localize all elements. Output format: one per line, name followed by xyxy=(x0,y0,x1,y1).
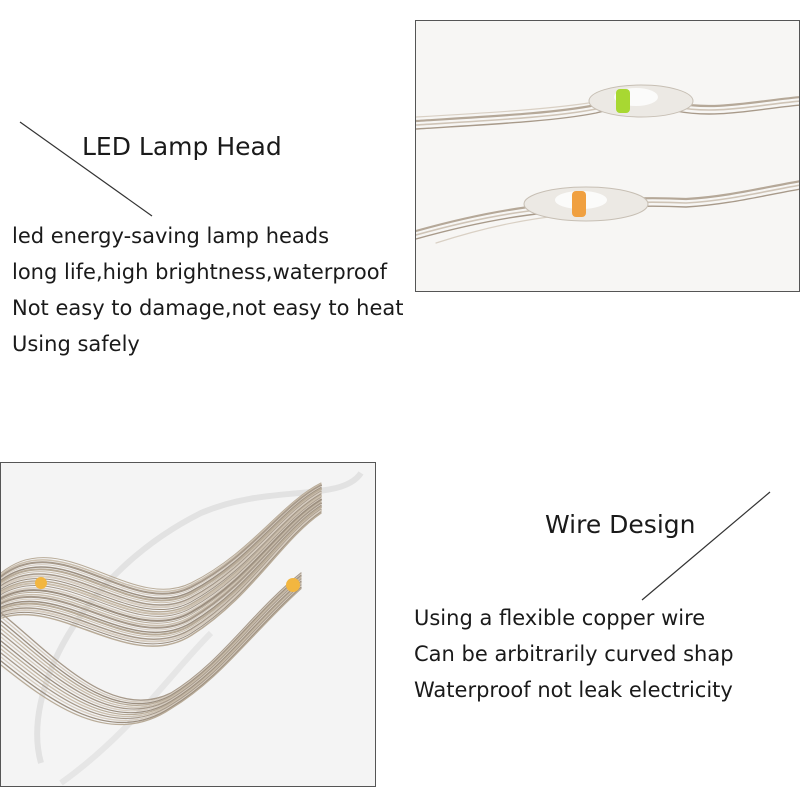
copper-wire-strand xyxy=(1,493,322,611)
copper-wire-strand xyxy=(1,487,322,599)
copper-wire-strand xyxy=(1,501,322,627)
copper-wire-strand xyxy=(1,507,322,638)
copper-wire-strand xyxy=(1,581,302,716)
copper-wire-strand xyxy=(1,572,302,701)
copper-wire-strand xyxy=(1,579,302,712)
wire-feature-list: Using a flexible copper wire Can be arbi… xyxy=(414,600,734,708)
copper-wire-strand xyxy=(1,483,322,593)
copper-wire-strand xyxy=(1,580,302,714)
copper-wire-strand xyxy=(1,506,322,636)
copper-wire-strand xyxy=(1,484,322,595)
copper-wire-strand xyxy=(1,486,322,597)
copper-wire-strand xyxy=(1,575,302,707)
copper-wire-strand xyxy=(1,489,322,604)
copper-wire-strand xyxy=(1,504,322,631)
copper-wire-strand xyxy=(1,496,322,617)
copper-wire-strand xyxy=(1,505,322,634)
wire-leader-line xyxy=(641,491,771,601)
copper-wire-strand xyxy=(1,495,322,616)
copper-wire-strand xyxy=(1,511,322,645)
led-feature-line: Using safely xyxy=(12,332,140,356)
wire-design-heading: Wire Design xyxy=(545,510,696,539)
copper-wire-strand xyxy=(1,491,322,609)
copper-wire-strand xyxy=(1,509,322,643)
copper-wire-strand xyxy=(1,585,302,722)
led-lamp-head-photo xyxy=(415,20,800,292)
led-feature-line: Not easy to damage,not easy to heat xyxy=(12,296,404,320)
led-lamp-head-heading: LED Lamp Head xyxy=(82,132,282,161)
copper-wire-strand xyxy=(1,573,302,703)
wire-feature-line: Using a flexible copper wire xyxy=(414,606,706,630)
copper-wire-strand xyxy=(1,574,302,705)
led-feature-line: long life,high brightness,waterproof xyxy=(12,260,387,284)
copper-wire-strand xyxy=(1,586,302,724)
copper-wire-strand xyxy=(1,498,322,622)
copper-wire-strand xyxy=(1,494,322,613)
copper-wire-strand xyxy=(1,587,302,726)
copper-wire-strand xyxy=(1,482,322,590)
copper-wire-strand xyxy=(1,512,322,647)
copper-wire-strand xyxy=(1,490,322,606)
copper-wire-strand xyxy=(1,500,322,624)
copper-wire-strand xyxy=(1,577,302,708)
led-feature-list: led energy-saving lamp heads long life,h… xyxy=(12,218,404,362)
wire-feature-line: Can be arbitrarily curved shap xyxy=(414,642,734,666)
copper-wire-strand xyxy=(1,488,322,602)
wire-design-photo xyxy=(0,462,376,787)
led-feature-line: led energy-saving lamp heads xyxy=(12,224,330,248)
copper-wire-strand xyxy=(1,497,322,620)
wire-feature-line: Waterproof not leak electricity xyxy=(414,678,733,702)
copper-wire-strand xyxy=(1,502,322,629)
copper-wire-strand xyxy=(1,578,302,710)
copper-wire-strand xyxy=(1,583,302,718)
copper-wire-strand xyxy=(1,584,302,720)
copper-wire-strand xyxy=(1,508,322,640)
